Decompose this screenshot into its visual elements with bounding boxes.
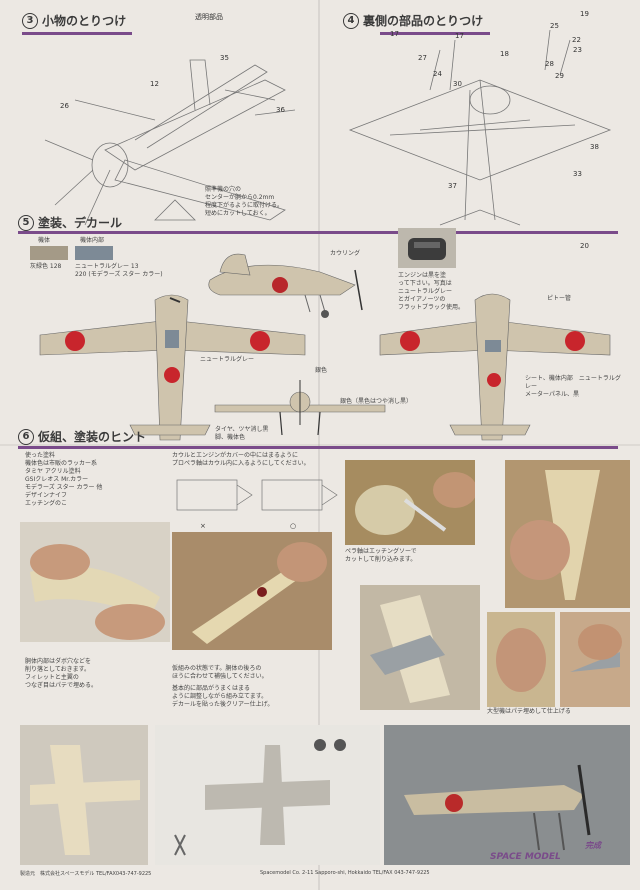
section-4-title: 裏側の部品のとりつけ <box>363 14 484 28</box>
footer-right-text: Spacemodel Co. 2-11 Sapporo-shi, Hokkaid… <box>260 870 430 876</box>
part-35: 35 <box>220 54 229 62</box>
mark-o: ○ <box>290 522 297 530</box>
pitot-label: ピトー管 <box>547 295 572 302</box>
section-4-rule <box>380 32 490 35</box>
part-36: 36 <box>276 106 285 114</box>
section-3-number: 3 <box>22 12 38 29</box>
photo-holding-wing <box>487 612 555 707</box>
engine-photo <box>398 228 456 268</box>
color-2-name: ニュートラルグレー 13 220 (モデラーズ スター カラー) <box>75 263 163 278</box>
section-3-heading: 3 小物のとりつけ <box>22 12 126 29</box>
silver-label-2: 銀色（黒色はつや消し黒） <box>340 398 413 405</box>
front-view <box>214 380 386 436</box>
hint-text-2: カウルとエンジンがカバーの中にはまるように プロペラ軸はカウル内に入るようにして… <box>172 452 310 467</box>
engine-note: エンジンは黒を塗 って下さい。写真は ニュートラルグレー とガイアノーツの フラ… <box>398 272 465 311</box>
part-19: 19 <box>580 10 589 18</box>
section-3-drawing <box>44 59 296 226</box>
hint-text-5: 仮組みの状態です。胴体の後ろの ほうに合わせて補強してください。 <box>172 665 268 680</box>
photo-fuselage-hand <box>505 460 630 608</box>
section-6-rule <box>18 446 618 449</box>
cowling-diagram <box>176 479 338 511</box>
part-20: 20 <box>580 242 589 250</box>
photo-filing-part <box>360 585 480 710</box>
part-38: 38 <box>590 143 599 151</box>
part-28: 28 <box>545 60 554 68</box>
silver-label: 銀色 <box>315 367 328 374</box>
photo-kit-parts <box>155 725 380 865</box>
part-26: 26 <box>60 102 69 110</box>
section-5-number: 5 <box>18 214 34 231</box>
section-6-number: 6 <box>18 428 34 445</box>
part-30: 30 <box>453 80 462 88</box>
photo-blade-work <box>560 612 630 707</box>
section-4-number: 4 <box>343 12 359 29</box>
section-6-heading: 6 仮組、塗装のヒント <box>18 428 146 445</box>
part-25: 25 <box>550 22 559 30</box>
hint-text-6: 基本的に部品がうまくはまる ように調整しながら組み立てます。 デカールを貼った後… <box>172 685 274 708</box>
tire-label: タイヤ、ツヤ消し黒 脚、機体色 <box>215 426 269 441</box>
section-3-note: 照準機の穴の センターが胴から0.2mm 程度下がるように取付ける。 短めにカッ… <box>205 186 284 217</box>
section-6-title: 仮組、塗装のヒント <box>38 430 147 444</box>
underside-view <box>379 293 611 441</box>
painting-views <box>39 253 611 441</box>
hint-text-7: 大型機はパテ埋めして仕上げる <box>487 708 571 715</box>
part-33: 33 <box>573 170 582 178</box>
part-18: 18 <box>500 50 509 58</box>
color-1-name: 灰緑色 128 <box>30 263 62 270</box>
photo-trimming-propeller <box>345 460 475 545</box>
footer-left-text: 製造元 株式会社スペースモデル TEL/FAX043-747-9225 <box>20 871 152 877</box>
part-29: 29 <box>555 72 564 80</box>
fold-line-vertical <box>318 0 320 890</box>
section-4-heading: 4 裏側の部品のとりつけ <box>343 12 483 29</box>
photo-test-fit <box>20 725 148 865</box>
hint-text-1: 使った塗料 機体色は市販のラッカー系 タミヤ アクリル塗料 GSIクレオス Mr… <box>25 452 103 507</box>
part-24: 24 <box>433 70 442 78</box>
color-swatch-grey <box>75 246 113 260</box>
top-view <box>39 294 306 441</box>
photo-cutting-part <box>172 532 332 650</box>
part-12: 12 <box>150 80 159 88</box>
section-5-title: 塗装、デカール <box>38 216 123 230</box>
part-22: 22 <box>572 36 581 44</box>
fold-line-horizontal <box>0 444 640 446</box>
mark-x: × <box>200 522 206 530</box>
section-4-drawing <box>348 29 612 226</box>
swatch-1-label: 機体 <box>38 237 51 244</box>
part-17b: 17 <box>455 32 464 40</box>
neutral-grey-label: ニュートラルグレー <box>200 356 255 363</box>
completed-badge: 完成 <box>585 841 601 850</box>
part-17a: 17 <box>390 30 399 38</box>
section-5-heading: 5 塗装、デカール <box>18 214 122 231</box>
part-23: 23 <box>573 46 582 54</box>
swatch-2-label: 機体内部 <box>80 237 105 244</box>
section-5-rule <box>18 231 618 234</box>
hint-text-3: ペラ軸はエッチングソーで カットして削り込みます。 <box>345 548 417 563</box>
part-37: 37 <box>448 182 457 190</box>
part-label-clear: 透明部品 <box>195 13 223 21</box>
brand-logo: SPACE MODEL <box>490 852 561 862</box>
cowling-label: カウリング <box>330 250 361 257</box>
section-3-title: 小物のとりつけ <box>42 14 127 28</box>
section-3-rule <box>22 32 132 35</box>
side-view <box>208 253 363 318</box>
color-swatch-khaki <box>30 246 68 260</box>
photo-finished-model <box>384 725 630 865</box>
part-27: 27 <box>418 54 427 62</box>
hint-text-4: 胴体内部はダボ穴などを 削り落としておきます。 フィレットと主翼の つなぎ目はパ… <box>25 658 98 689</box>
seat-label: シート、機体内部 ニュートラルグレー メーターパネル、黒 <box>525 375 621 398</box>
photo-sanding-fuselage <box>20 522 170 642</box>
